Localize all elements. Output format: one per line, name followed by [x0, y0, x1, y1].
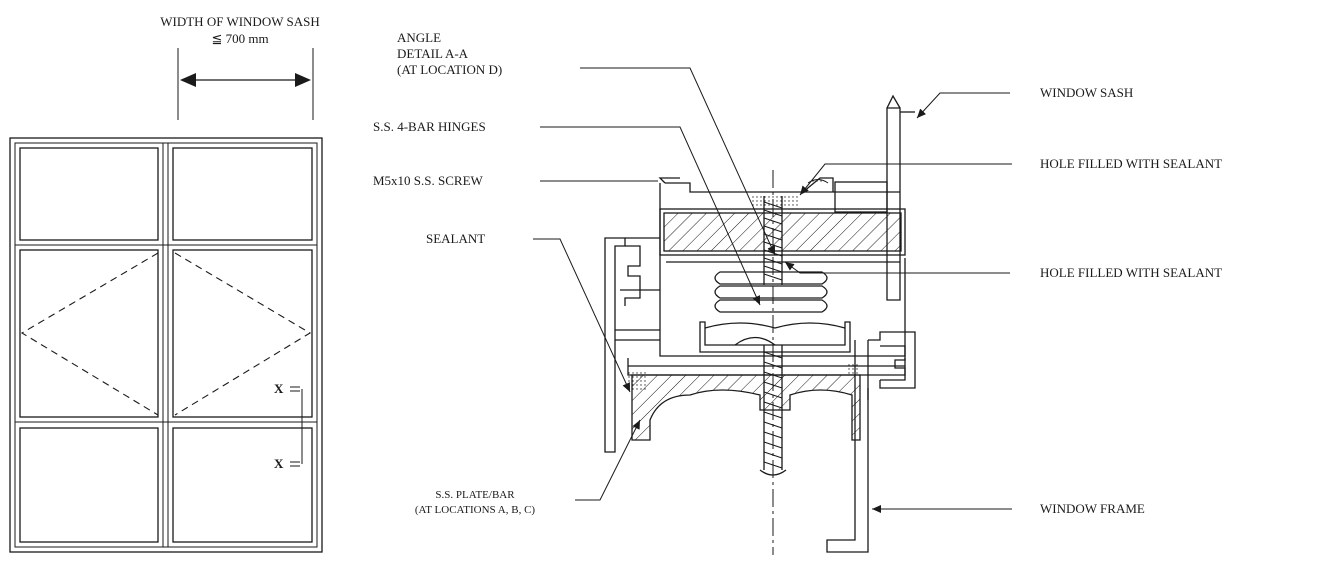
- callout-window-frame: WINDOW FRAME: [1040, 501, 1145, 516]
- callout-screw: M5x10 S.S. SCREW: [373, 173, 483, 188]
- callout-angle-line1: ANGLE: [397, 30, 442, 45]
- callout-angle-line2: DETAIL A-A: [397, 46, 469, 61]
- section-detail: [533, 67, 1012, 555]
- section-cut-marks: [290, 386, 303, 467]
- callout-hole-sealant-top: HOLE FILLED WITH SEALANT: [1040, 156, 1223, 171]
- window-elevation: [9, 137, 323, 553]
- section-mark-bottom: X: [274, 456, 284, 471]
- width-dimension: [177, 48, 314, 120]
- callout-window-sash: WINDOW SASH: [1040, 85, 1134, 100]
- callout-sealant: SEALANT: [426, 231, 486, 246]
- section-mark-top: X: [274, 381, 284, 396]
- callout-hinges: S.S. 4-BAR HINGES: [373, 119, 486, 134]
- width-label: WIDTH OF WINDOW SASH: [160, 14, 320, 29]
- callout-angle-line3: (AT LOCATION D): [397, 62, 503, 77]
- callout-hole-sealant-mid: HOLE FILLED WITH SEALANT: [1040, 265, 1223, 280]
- callout-plate-line1: S.S. PLATE/BAR: [435, 489, 515, 501]
- callout-plate-line2: (AT LOCATIONS A, B, C): [414, 504, 536, 516]
- width-value: ≦ 700 mm: [211, 31, 269, 46]
